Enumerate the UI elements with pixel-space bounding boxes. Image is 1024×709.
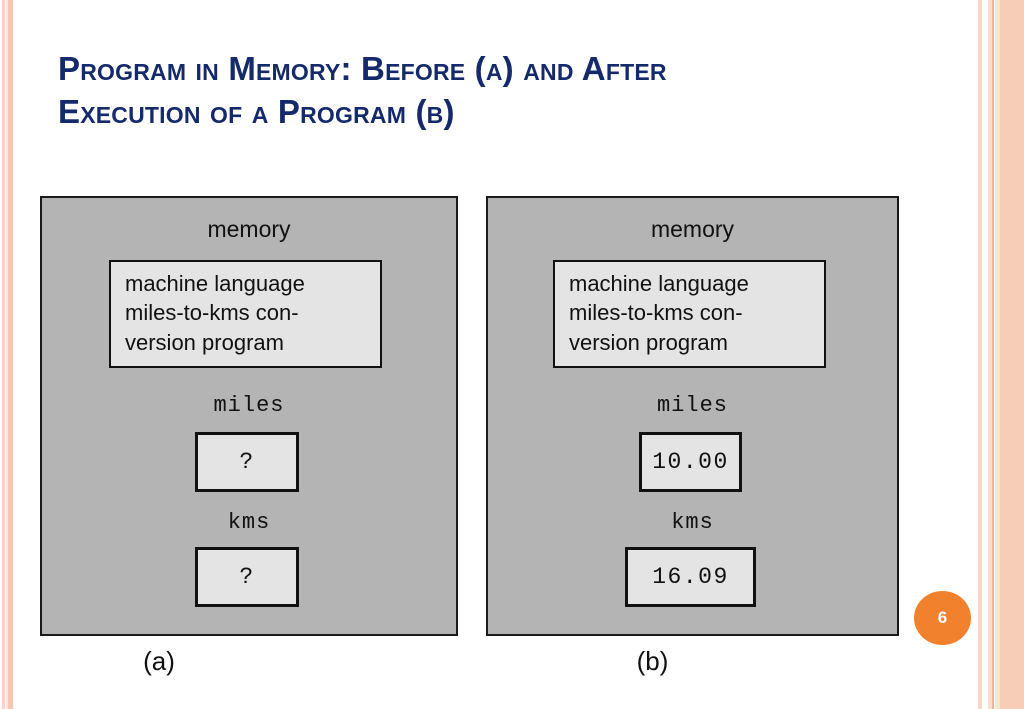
memory-label-b: memory xyxy=(650,216,735,242)
variable-value-b-kms: 16.09 xyxy=(652,564,729,590)
slide-title: Program in Memory: Before (a) and After … xyxy=(58,48,888,134)
program-line-a-2: miles-to-kms con- xyxy=(125,300,299,326)
panel-caption-a: (a) xyxy=(143,646,175,676)
program-line-b-2: miles-to-kms con- xyxy=(569,300,743,326)
page-number: 6 xyxy=(937,608,948,627)
right-edge-stripe-1 xyxy=(978,0,982,709)
program-box-a: machine language miles-to-kms con- versi… xyxy=(109,260,382,368)
program-line-b-3: version program xyxy=(569,329,728,355)
memory-panel-b: memory machine language miles-to-kms con… xyxy=(486,196,899,676)
left-edge-stripe-2 xyxy=(6,0,8,709)
variable-label-b-miles: miles xyxy=(656,393,728,418)
memory-label-a: memory xyxy=(207,216,291,242)
page-number-badge: 6 xyxy=(914,591,971,645)
program-line-b-1: machine language xyxy=(569,271,749,296)
variable-label-b-kms: kms xyxy=(671,510,714,535)
variable-value-box-a-kms: ? xyxy=(195,547,299,607)
variable-value-box-b-kms: 16.09 xyxy=(625,547,756,607)
right-edge-stripe-3 xyxy=(992,0,994,709)
panel-caption-b: (b) xyxy=(636,646,669,676)
variable-value-box-b-miles: 10.00 xyxy=(639,432,742,492)
variable-value-a-miles: ? xyxy=(239,449,255,475)
variable-label-a-miles: miles xyxy=(213,393,285,418)
variable-label-a-kms: kms xyxy=(227,510,271,535)
slide-title-line-1: Program in Memory: Before (a) and After xyxy=(58,50,667,87)
program-line-a-1: machine language xyxy=(125,271,305,296)
memory-panel-a: memory machine language miles-to-kms con… xyxy=(40,196,458,676)
right-edge-stripe-2 xyxy=(988,0,992,709)
memory-diagram-figure: memory machine language miles-to-kms con… xyxy=(40,196,900,676)
program-box-b: machine language miles-to-kms con- versi… xyxy=(553,260,826,368)
variable-value-b-miles: 10.00 xyxy=(652,449,729,475)
left-edge-stripe-3 xyxy=(8,0,13,709)
program-line-a-3: version program xyxy=(125,329,284,355)
variable-value-box-a-miles: ? xyxy=(195,432,299,492)
slide-title-line-2: Execution of a Program (b) xyxy=(58,92,455,130)
memory-box-b: memory machine language miles-to-kms con… xyxy=(486,196,899,636)
memory-box-a: memory machine language miles-to-kms con… xyxy=(40,196,458,636)
right-edge-stripe-4 xyxy=(995,0,1000,709)
right-edge-stripe-5 xyxy=(1000,0,1024,709)
left-edge-stripe-1 xyxy=(2,0,5,709)
variable-value-a-kms: ? xyxy=(239,564,255,590)
